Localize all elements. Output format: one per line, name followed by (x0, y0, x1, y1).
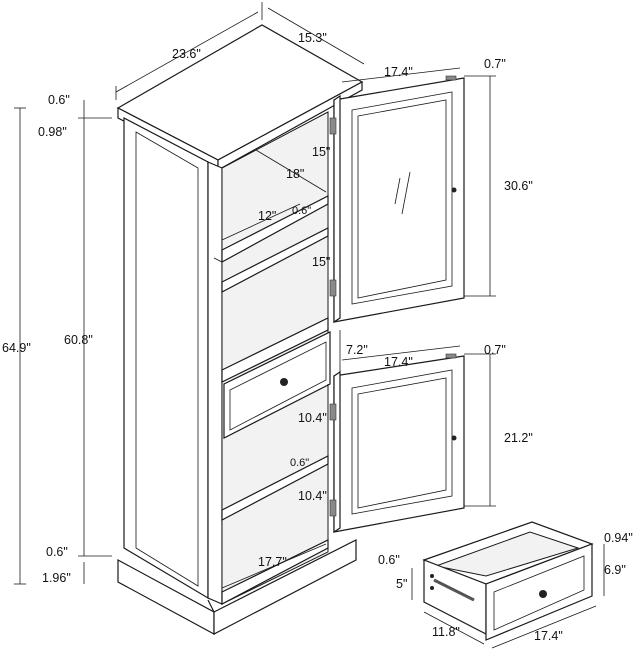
upper-door (329, 75, 465, 324)
dim-drawer-front-height: 6.9" (604, 563, 626, 577)
dim-lower-gap-bottom: 10.4" (298, 489, 327, 503)
dim-lower-door-width: 17.4" (384, 355, 413, 369)
cabinet-drawer (223, 331, 331, 439)
dim-lower-door-thickness: 0.7" (484, 343, 506, 357)
left-side-panel (123, 117, 209, 600)
dim-shelf-gap-mid: 15" (312, 255, 330, 269)
dim-depth: 15.3" (298, 31, 327, 45)
cabinet-interior (221, 111, 329, 605)
lower-hinge-icon (329, 279, 337, 297)
dim-upper-door-thickness: 0.7" (484, 57, 506, 71)
upper-hinge-icon (329, 117, 337, 135)
dimension-labels: 23.6" 15.3" 0.6" 0.98" 64.9" 60.8" 0.6" … (2, 31, 633, 643)
dim-top-overhang: 0.6" (48, 93, 70, 107)
drawer-knob-icon (280, 378, 288, 386)
drawer-front (485, 543, 593, 641)
upper-door-knob-icon (451, 187, 457, 193)
dim-drawer-opening: 7.2" (346, 343, 368, 357)
dim-upper-door-width: 17.4" (384, 65, 413, 79)
cabinet-body (116, 24, 364, 636)
dim-drawer-front-thickness: 0.94" (604, 531, 633, 545)
dim-inner-bottom-width: 17.7" (258, 555, 287, 569)
dim-body-height: 60.8" (64, 333, 93, 347)
dim-shelf-gap-top: 15" (312, 145, 330, 159)
dim-shelf-depth: 18" (286, 167, 304, 181)
dim-shelf-thickness: 0.6" (292, 205, 311, 217)
upper-door-glass (351, 91, 453, 305)
drawer-detail (422, 521, 594, 641)
dim-base-top: 0.6" (46, 545, 68, 559)
dim-shelf-width: 12" (258, 209, 276, 223)
dim-drawer-side-thickness: 0.6" (378, 553, 400, 567)
dim-drawer-depth: 11.8" (432, 625, 460, 639)
lower-door-knob-icon (451, 435, 457, 441)
lower-door (329, 353, 465, 534)
dim-base-height: 1.96" (42, 571, 71, 585)
dim-crown-height: 0.98" (38, 125, 67, 139)
dim-drawer-width: 17.4" (534, 629, 563, 643)
lower-door-glass (351, 369, 453, 515)
dim-drawer-inner-height: 5" (396, 577, 407, 591)
dim-lower-shelf-thickness: 0.6" (290, 457, 309, 469)
dim-lower-gap-top: 10.4" (298, 411, 327, 425)
dim-width: 23.6" (172, 47, 201, 61)
dim-upper-door-height: 30.6" (504, 179, 533, 193)
dimension-lines (14, 2, 605, 649)
dim-lower-door-height: 21.2" (504, 431, 533, 445)
dim-total-height: 64.9" (2, 341, 31, 355)
